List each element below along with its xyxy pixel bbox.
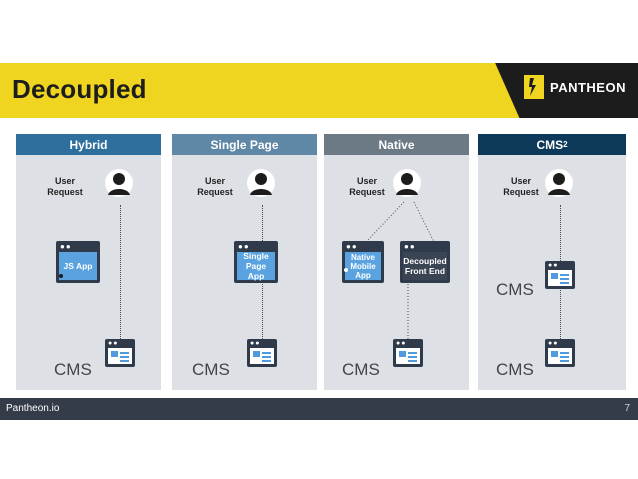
cms-window-icon: ●● <box>105 339 135 367</box>
connector-line <box>560 205 561 261</box>
user-label: User <box>204 176 225 186</box>
app-window-icon: ●● JS App <box>56 241 100 283</box>
user-label: User <box>54 176 75 186</box>
connector-line <box>560 290 561 339</box>
pantheon-logo-icon <box>524 75 544 99</box>
request-label: Request <box>503 187 539 197</box>
app-label-native-mobile-app: Native Mobile App <box>345 252 381 280</box>
cms-window-icon: ●● <box>247 339 277 367</box>
panel-header-single-page: Single Page <box>172 134 317 155</box>
cms-label: CMS <box>54 360 92 379</box>
logo-banner <box>495 63 638 118</box>
panel-header-hybrid: Hybrid <box>16 134 161 155</box>
request-label: Request <box>349 187 385 197</box>
slide-title: Decoupled <box>12 74 147 104</box>
app-window-icon: ●● Decoupled Front End <box>400 241 450 283</box>
connector-line <box>120 205 121 339</box>
footer-link[interactable]: Pantheon.io <box>6 403 60 414</box>
user-icon <box>104 168 134 200</box>
user-label: User <box>510 176 531 186</box>
panel-header-native: Native <box>324 134 469 155</box>
cms-window-icon: ●● <box>393 339 423 367</box>
bullet-marker <box>344 268 348 272</box>
app-window-icon: ●● Native Mobile App <box>342 241 384 283</box>
panel-hybrid: Hybrid User Request ●● JS App ●● CMS <box>16 134 161 390</box>
user-request-label: User Request <box>342 176 392 198</box>
page-number: 7 <box>624 403 630 414</box>
app-window-icon: ●● Single Page App <box>234 241 278 283</box>
panel-title-single-page: Single Page <box>210 137 279 152</box>
user-request-label: User Request <box>496 176 546 198</box>
user-request-label: User Request <box>40 176 90 198</box>
pantheon-logo: PANTHEON <box>524 72 632 102</box>
bullet-marker <box>59 274 63 278</box>
user-label: User <box>356 176 377 186</box>
app-label-js-app: JS App <box>59 252 97 280</box>
cms-window-icon: ●● <box>545 261 575 289</box>
panel-title-hybrid: Hybrid <box>69 137 108 152</box>
cms-label: CMS <box>496 360 534 379</box>
user-icon <box>544 168 574 200</box>
cms-label: CMS <box>496 280 534 299</box>
request-label: Request <box>197 187 233 197</box>
user-icon <box>246 168 276 200</box>
cms-label: CMS <box>342 360 380 379</box>
request-label: Request <box>47 187 83 197</box>
panel-native: Native User Request ●● Native Mobile App… <box>324 134 469 390</box>
panel-title-cms2-superscript: 2 <box>563 140 568 149</box>
logo-text: PANTHEON <box>550 79 626 95</box>
panel-title-cms2: CMS <box>536 137 564 152</box>
cms-window-icon: ●● <box>545 339 575 367</box>
footer-bar <box>0 398 638 420</box>
panel-title-native: Native <box>378 137 415 152</box>
user-request-label: User Request <box>190 176 240 198</box>
user-icon <box>392 168 422 200</box>
native-connector-lines <box>365 201 435 339</box>
app-label-decoupled-front-end: Decoupled Front End <box>403 252 447 280</box>
cms-label: CMS <box>192 360 230 379</box>
panel-single-page: Single Page User Request ●● Single Page … <box>172 134 317 390</box>
app-label-single-page-app: Single Page App <box>237 251 275 281</box>
